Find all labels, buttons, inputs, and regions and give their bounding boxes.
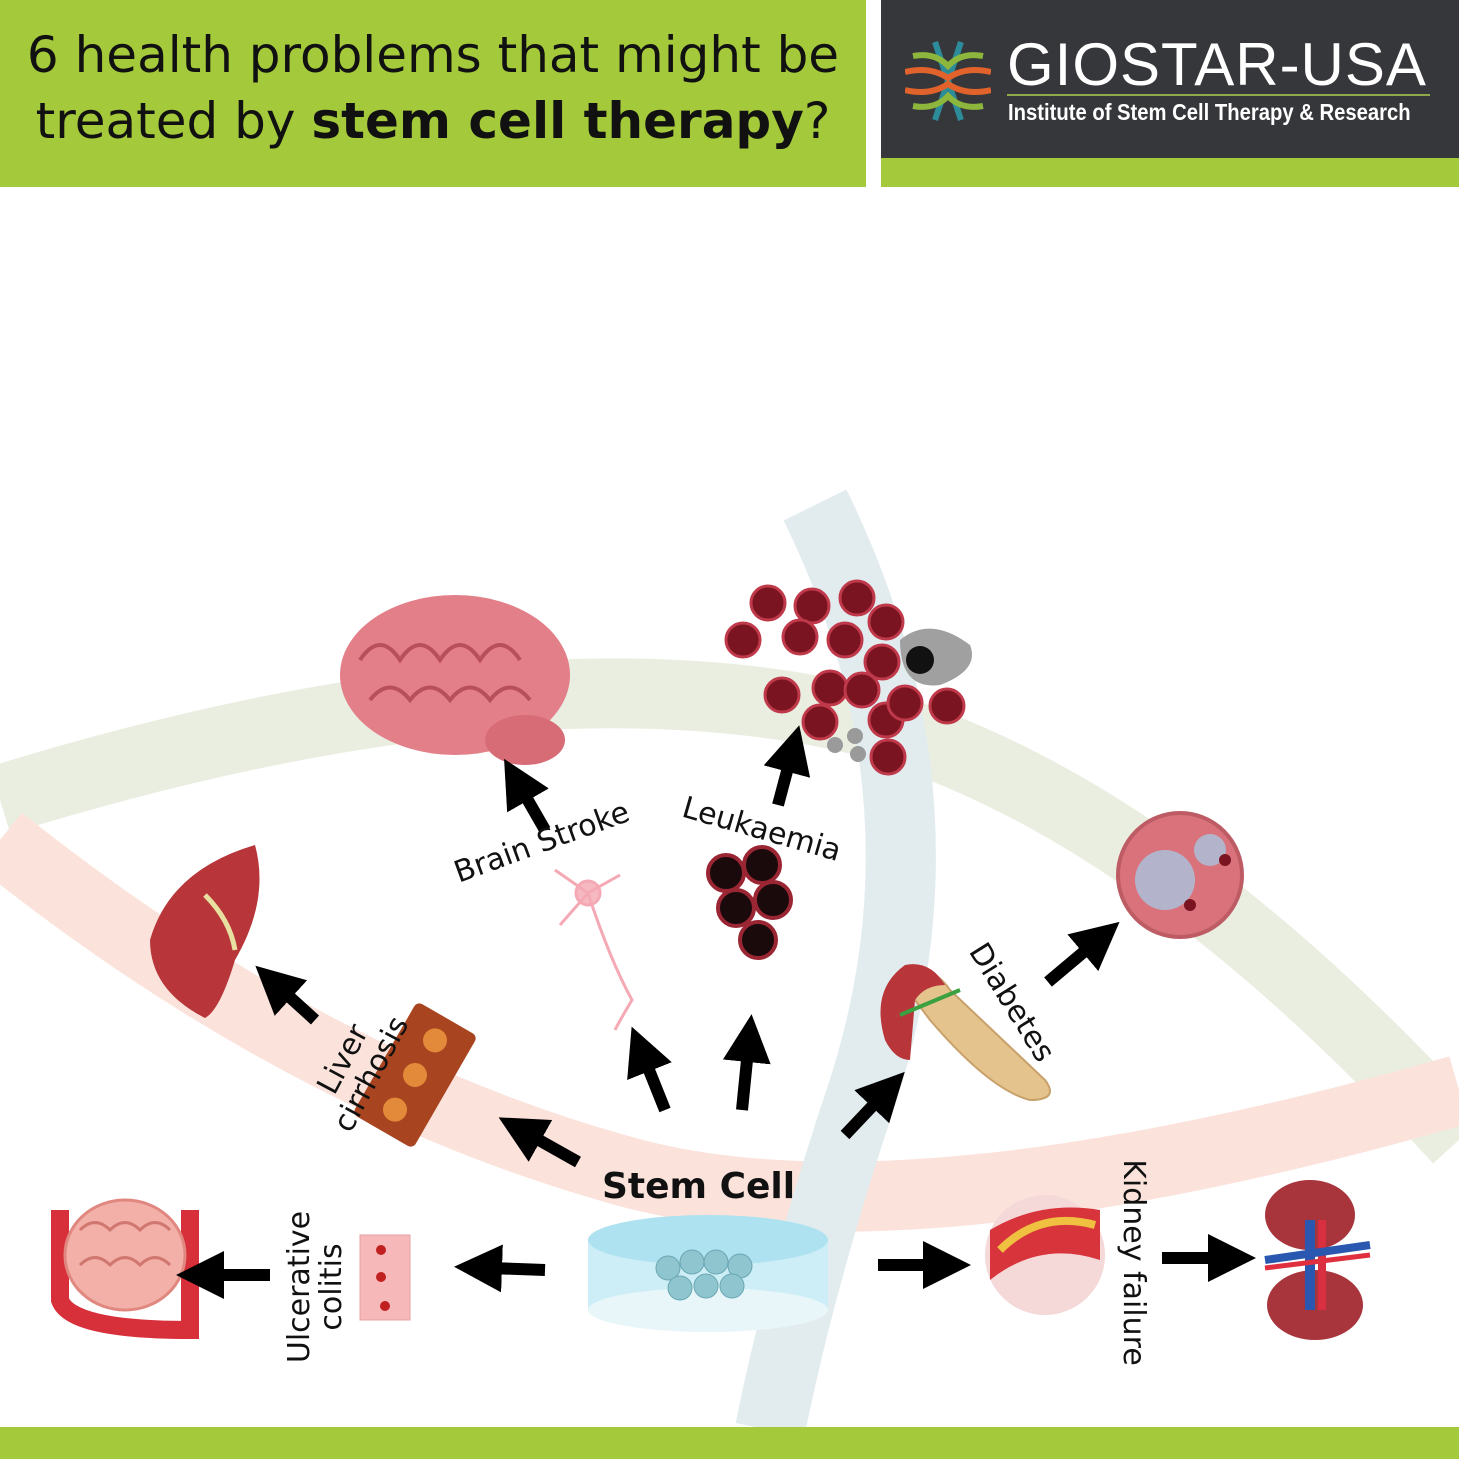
arrow-leukaemia [763,725,811,807]
kidney-icon [1264,1180,1371,1340]
label-kidney-failure: Kidney failure [1115,1159,1151,1366]
dna-logo-icon [905,41,991,121]
brand-tagline: Institute of Stem Cell Therapy & Researc… [1008,99,1411,125]
footer-bar [0,1427,1459,1459]
artery-icon [985,1195,1105,1315]
arrows [176,725,1256,1299]
stem-cell-label: Stem Cell [602,1166,796,1207]
title-line-2: treated by [35,92,312,150]
arrow-to-pancreas [840,1071,905,1140]
liver-icon [150,845,260,1018]
brain-icon [340,595,570,765]
brand-name: GIOSTAR-USA [1007,31,1427,98]
arrow-brain [504,758,551,833]
brand-divider [1007,94,1430,96]
title-bold: stem cell therapy [311,92,804,150]
blood-cell-cluster-icon [706,845,793,960]
pancreas-icon [880,964,1051,1102]
blood-cells-icon [724,579,966,776]
arrow-to-colon [454,1244,546,1293]
label-ulcerative: Ulcerative [282,1210,318,1364]
arrow-to-liver-cells [498,1117,581,1168]
petri-dish-icon [588,1215,828,1332]
arrow-liver [255,965,320,1025]
colon-cells-icon [359,1234,411,1321]
islet-tissue-icon [1116,811,1244,939]
arrow-to-neuron [627,1026,672,1113]
title-banner [0,0,866,187]
label-colitis: colitis [314,1243,350,1331]
logo-panel [881,0,1459,158]
title-end: ? [803,92,831,150]
logo-accent-bar [881,158,1459,187]
arrow-islet [1044,921,1120,987]
arrow-to-blood [722,1014,771,1111]
intestine-icon [51,1198,199,1340]
page-title: 6 health problems that might be treated … [0,22,866,154]
neuron-icon [554,868,634,1031]
title-line-1: 6 health problems that might be [26,26,840,84]
liver-cells-icon [354,1003,476,1147]
